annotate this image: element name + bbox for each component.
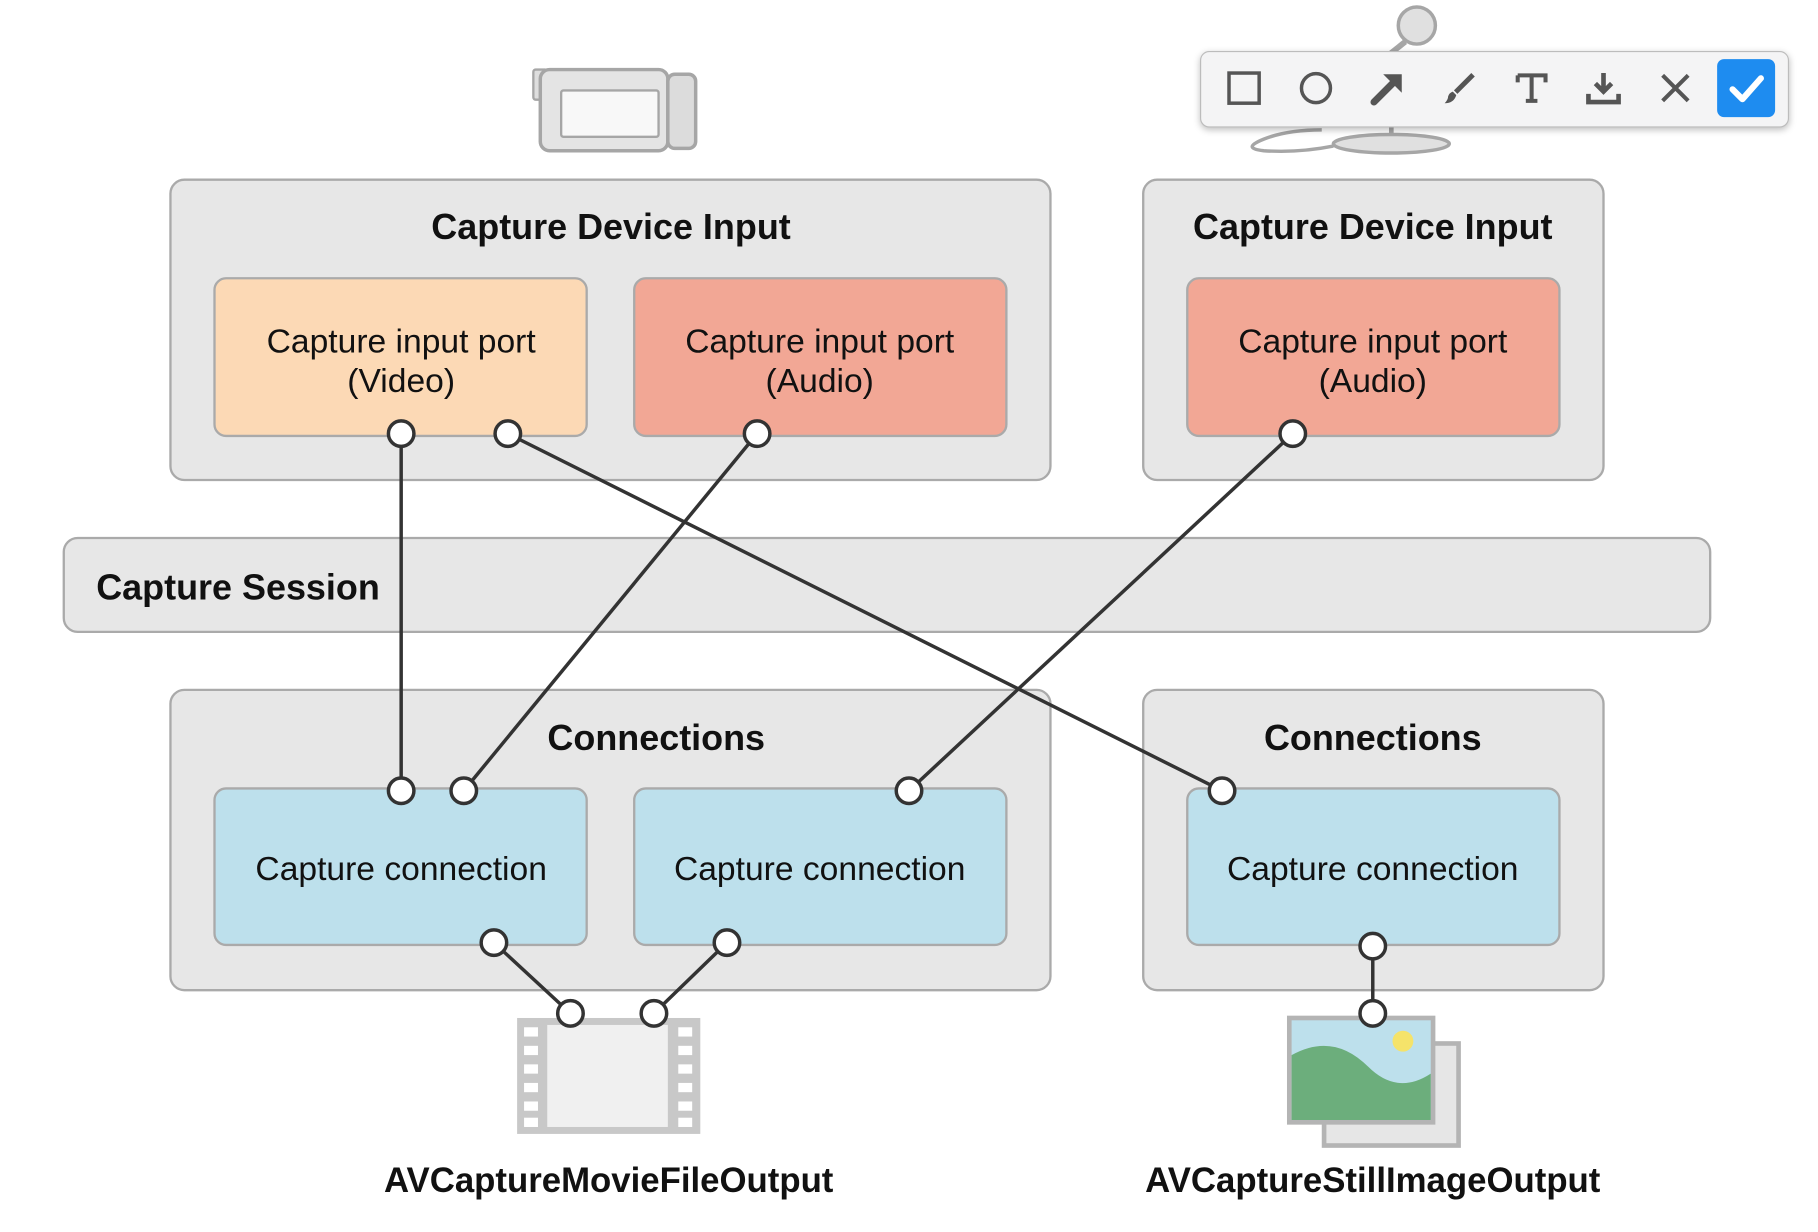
capture-session-bar [62, 536, 1712, 634]
input-port-audio-1-line1: Capture input port [685, 323, 955, 360]
picture-icon [1286, 1015, 1461, 1148]
text-tool-button[interactable] [1503, 59, 1561, 117]
connection-lines [399, 432, 1375, 1015]
link-audio-to-connection-1 [462, 432, 759, 792]
port-audio-out-2 [1278, 419, 1308, 449]
capture-connection-3-label: Capture connection [1227, 851, 1518, 888]
connection-3-out [1358, 931, 1388, 961]
connection-1-out [479, 928, 509, 958]
link-connection-1-to-movie [492, 941, 572, 1015]
connection-2-out [712, 928, 742, 958]
capture-connection-2-label: Capture connection [674, 851, 965, 888]
close-icon [1661, 73, 1690, 103]
close-tool-button[interactable] [1646, 59, 1704, 117]
arrow-tool-button[interactable] [1359, 59, 1417, 117]
connection-2-in [894, 776, 924, 806]
input-port-audio-2 [1186, 277, 1561, 438]
output-label-still-image: AVCaptureStillImageOutput [1145, 1162, 1601, 1200]
input-port-audio-1 [633, 277, 1008, 438]
connections-title-1: Connections [547, 717, 765, 758]
checkmark-icon [1729, 75, 1764, 103]
device-input-title-2: Capture Device Input [1193, 206, 1552, 247]
film-strip-icon [517, 1017, 701, 1134]
brush-tool-button[interactable] [1431, 59, 1489, 117]
video-camera-icon [532, 67, 698, 153]
still-in [1358, 998, 1388, 1028]
capture-connection-2 [633, 787, 1008, 947]
brush-icon [1444, 73, 1475, 104]
capture-session-label: Capture Session [96, 566, 380, 607]
capture-connection-1-label: Capture connection [255, 851, 546, 888]
connections-title-2: Connections [1264, 717, 1482, 758]
arrow-icon [1370, 74, 1402, 106]
download-tool-button[interactable] [1575, 59, 1633, 117]
input-port-audio-1-line2: (Audio) [766, 363, 874, 400]
port-video-out-2 [493, 419, 523, 449]
input-port-audio-2-line1: Capture input port [1238, 323, 1508, 360]
confirm-tool-button[interactable] [1717, 59, 1776, 118]
rectangle-tool-button[interactable] [1215, 59, 1273, 117]
rectangle-icon [1227, 71, 1261, 105]
input-port-video-line2: (Video) [347, 363, 455, 400]
port-circles [386, 419, 1388, 1028]
movie-in-b [639, 998, 669, 1028]
download-icon [1586, 73, 1621, 105]
link-audio2-to-connection-2 [907, 432, 1294, 793]
circle-icon [1299, 71, 1333, 105]
link-connection-2-to-movie [652, 941, 729, 1015]
circle-tool-button[interactable] [1287, 59, 1345, 117]
connection-1-in-a [386, 776, 416, 806]
connection-1-in-b [449, 776, 479, 806]
movie-in-a [555, 998, 585, 1028]
port-audio-out-1 [742, 419, 772, 449]
connection-3-in [1207, 776, 1237, 806]
text-icon [1515, 73, 1548, 103]
link-video-to-connection-3 [507, 432, 1223, 793]
annotation-toolbar [1200, 51, 1790, 128]
input-port-audio-2-line2: (Audio) [1319, 363, 1427, 400]
output-label-movie-file: AVCaptureMovieFileOutput [384, 1162, 834, 1200]
input-port-video-line1: Capture input port [267, 323, 537, 360]
device-input-title-1: Capture Device Input [431, 206, 790, 247]
port-video-out-1 [386, 419, 416, 449]
